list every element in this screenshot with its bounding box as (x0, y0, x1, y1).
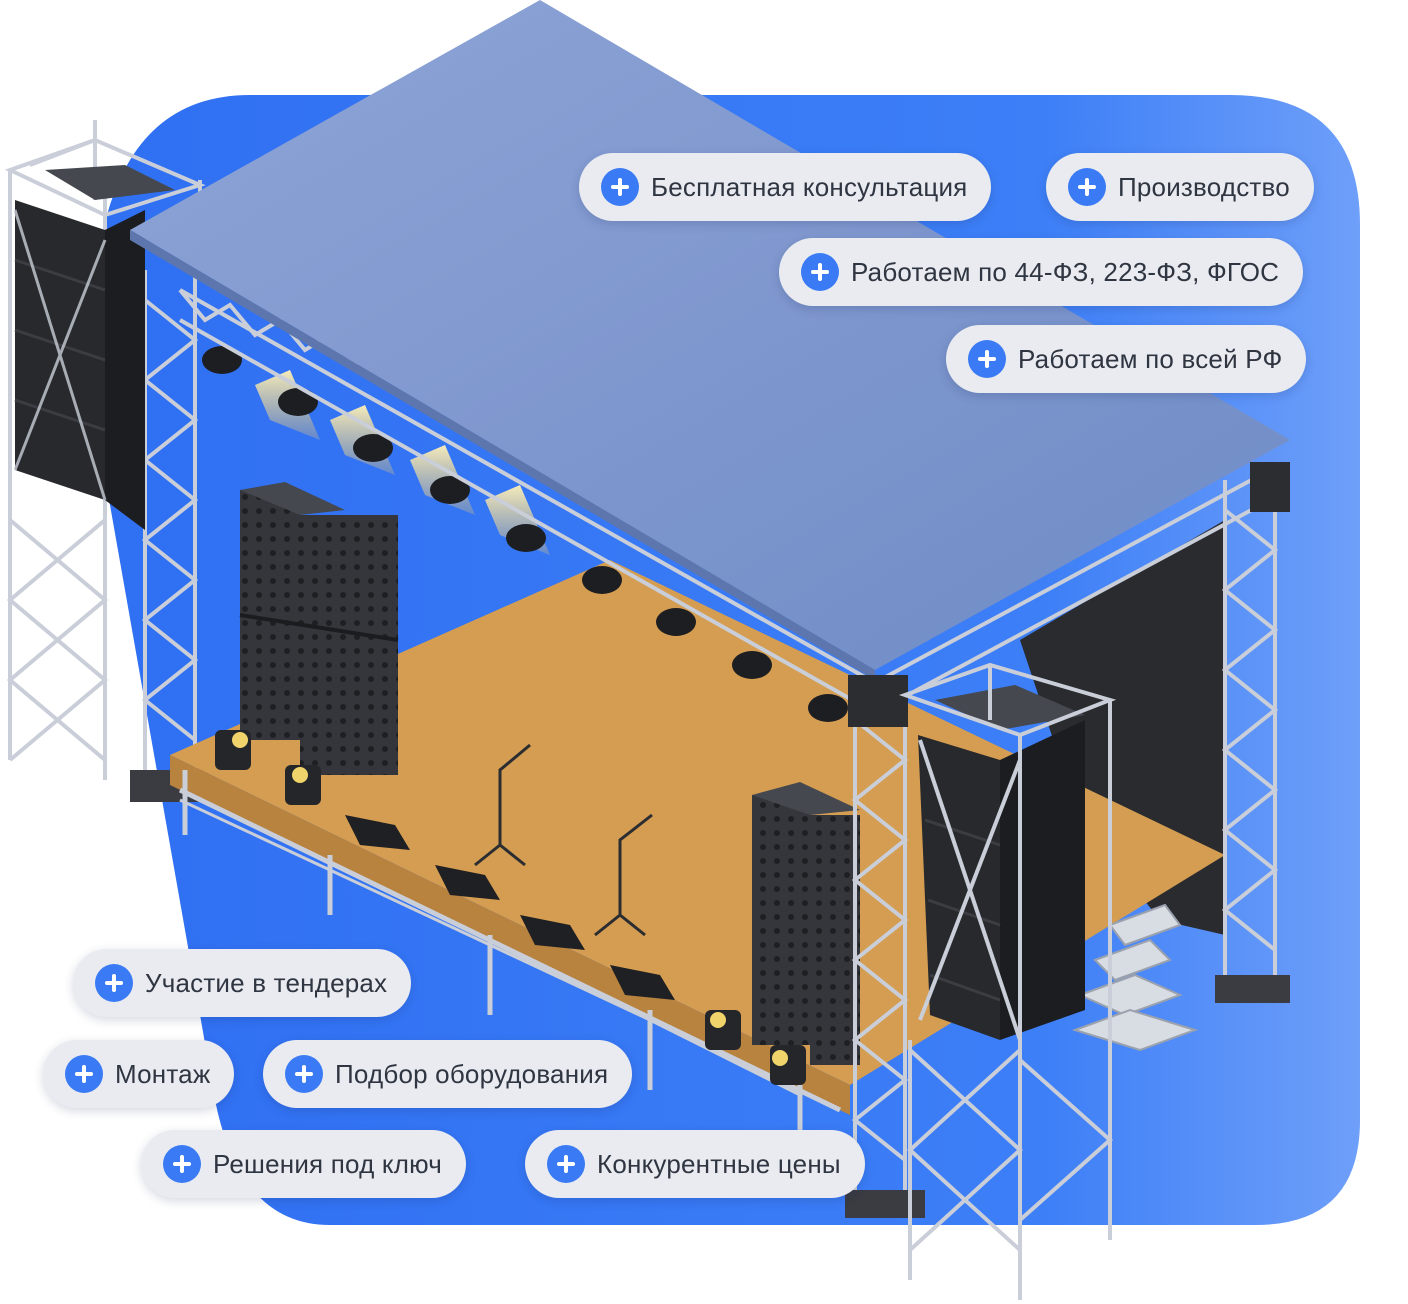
right-speaker-tower (898, 662, 1117, 1300)
speaker-stack-right (752, 782, 860, 1065)
truss-joint (1250, 462, 1290, 512)
feature-label: Бесплатная консультация (651, 171, 968, 202)
feature-tenders[interactable]: Участие в тендерах (73, 949, 412, 1017)
floor-lights (215, 730, 806, 1085)
left-speaker-tower (4, 120, 206, 780)
plus-icon (285, 1055, 323, 1093)
feature-geography[interactable]: Работаем по всей РФ (946, 325, 1307, 393)
stage-roof (130, 0, 1290, 670)
feature-label: Монтаж (115, 1058, 211, 1089)
plus-icon (95, 964, 133, 1002)
plus-icon (163, 1145, 201, 1183)
feature-production[interactable]: Производство (1046, 153, 1314, 221)
truss-joint (848, 675, 908, 727)
feature-mounting[interactable]: Монтаж (43, 1040, 235, 1108)
stage-stairs (1071, 903, 1199, 1052)
feature-label: Работаем по всей РФ (1018, 343, 1283, 374)
plus-icon (1068, 168, 1106, 206)
speaker-stack-left (239, 482, 399, 775)
feature-label: Работаем по 44-ФЗ, 223-ФЗ, ФГОС (851, 256, 1280, 287)
plus-icon (65, 1055, 103, 1093)
plus-icon (547, 1145, 585, 1183)
plus-icon (601, 168, 639, 206)
feature-label: Конкурентные цены (597, 1148, 841, 1179)
feature-equipment[interactable]: Подбор оборудования (263, 1040, 633, 1108)
feature-prices[interactable]: Конкурентные цены (525, 1130, 865, 1198)
plus-icon (968, 340, 1006, 378)
feature-laws[interactable]: Работаем по 44-ФЗ, 223-ФЗ, ФГОС (779, 238, 1304, 306)
truss-right (851, 480, 1279, 1210)
feature-label: Производство (1118, 171, 1290, 202)
feature-label: Решения под ключ (213, 1148, 443, 1179)
truss-base (1215, 975, 1290, 1003)
feature-turnkey[interactable]: Решения под ключ (141, 1130, 467, 1198)
roof-edge (130, 230, 875, 680)
feature-consultation[interactable]: Бесплатная консультация (579, 153, 992, 221)
stage-lights (202, 346, 848, 722)
mic-stands (474, 743, 653, 937)
truss-base (845, 1190, 925, 1218)
floor-monitors (345, 815, 675, 1000)
feature-label: Участие в тендерах (145, 967, 388, 998)
plus-icon (801, 253, 839, 291)
feature-label: Подбор оборудования (335, 1058, 609, 1089)
